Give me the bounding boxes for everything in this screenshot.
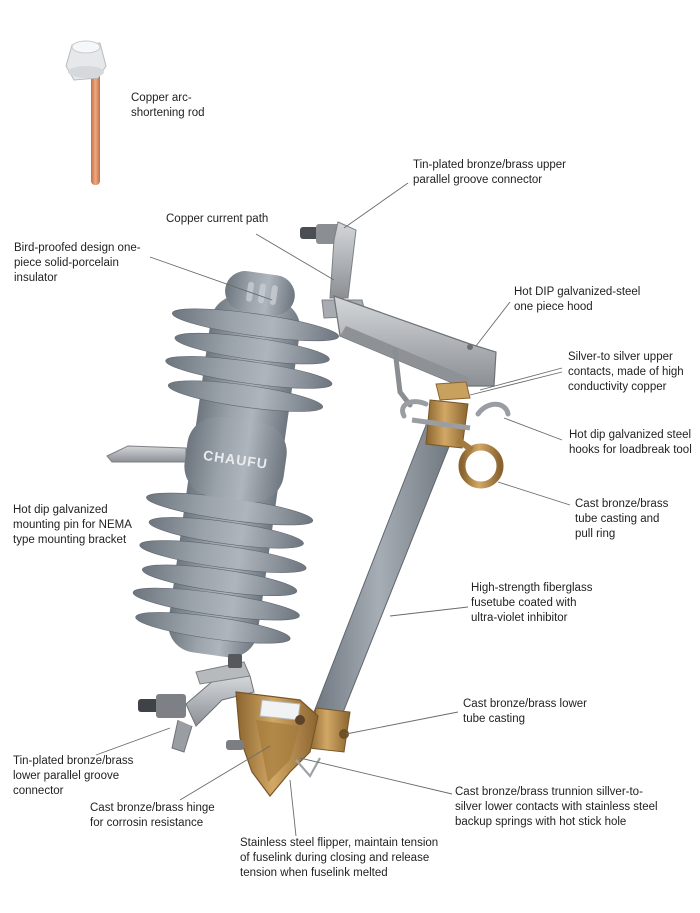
label-hinge: Cast bronze/brass hinge for corrosin res… bbox=[90, 802, 215, 829]
label-hooks: Hot dip galvanized steel hooks for loadb… bbox=[569, 429, 692, 456]
label-current-path: Copper current path bbox=[166, 213, 269, 225]
porcelain-insulator: CHAUFU bbox=[132, 271, 339, 658]
insulator-shed bbox=[142, 564, 298, 596]
upper-tube-casting bbox=[400, 399, 511, 489]
label-lower-casting: Cast bronze/brass lower tube casting bbox=[463, 698, 587, 725]
insulator-shed bbox=[135, 612, 291, 644]
upper-assembly bbox=[300, 221, 497, 408]
label-trunnion: Cast bronze/brass trunnion sillver-to- s… bbox=[455, 786, 658, 828]
leader-lines bbox=[95, 182, 571, 837]
label-lower-connector: Tin-plated bronze/brass lower parallel g… bbox=[13, 755, 134, 797]
label-mounting-pin: Hot dip galvanized mounting pin for NEMA… bbox=[13, 504, 132, 546]
fuse-tube bbox=[313, 419, 459, 721]
copper-arc-rod bbox=[65, 40, 107, 185]
insulator-shed bbox=[139, 540, 307, 573]
label-fusetube: High-strength fiberglass fusetube coated… bbox=[471, 582, 593, 624]
insulator-shed bbox=[165, 356, 333, 389]
label-upper-connector: Tin-plated bronze/brass upper parallel g… bbox=[413, 159, 566, 186]
label-flipper: Stainless steel flipper, maintain tensio… bbox=[240, 837, 439, 879]
label-copper-rod: Copper arc- shortening rod bbox=[131, 92, 205, 119]
insulator-shed bbox=[167, 380, 324, 412]
insulator-shed bbox=[132, 587, 300, 621]
insulator-shed bbox=[172, 308, 339, 342]
label-tube-casting: Cast bronze/brass tube casting and pull … bbox=[575, 498, 669, 540]
insulator-shed bbox=[174, 332, 330, 365]
mounting-pin bbox=[106, 445, 187, 463]
insulator-shed bbox=[148, 517, 304, 549]
label-hood: Hot DIP galvanized-steel one piece hood bbox=[514, 286, 641, 313]
label-insulator: Bird-proofed design one- piece solid-por… bbox=[14, 242, 141, 284]
label-upper-contacts: Silver-to silver upper contacts, made of… bbox=[568, 351, 684, 393]
lower-assembly bbox=[138, 654, 321, 797]
